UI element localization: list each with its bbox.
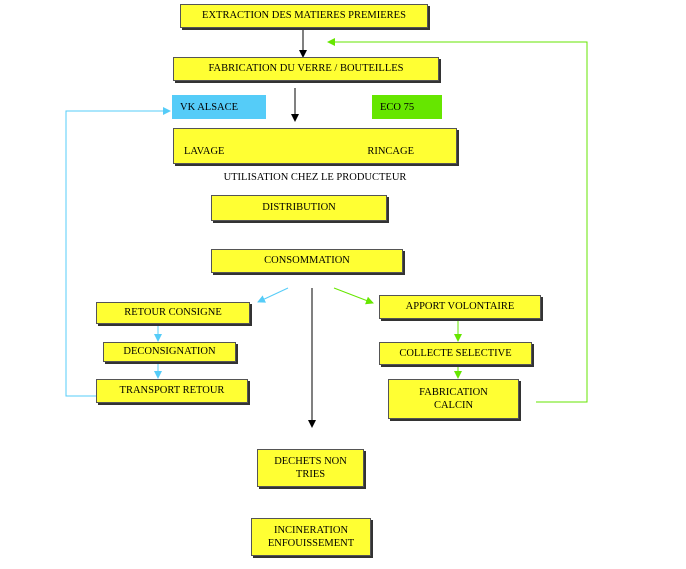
label-rincage: RINCAGE: [367, 146, 414, 158]
arrow-calcin-loop-to-fabrication: [327, 38, 588, 403]
box-distribution: DISTRIBUTION: [211, 195, 387, 221]
box-apport-volontaire: APPORT VOLONTAIRE: [379, 295, 541, 319]
box-consommation: CONSOMMATION: [211, 249, 403, 273]
box-fabrication-calcin: FABRICATION CALCIN: [388, 379, 519, 419]
box-incineration: INCINERATION ENFOUISSEMENT: [251, 518, 371, 556]
label-lavage: LAVAGE: [184, 146, 225, 158]
box-deconsignation: DECONSIGNATION: [103, 342, 236, 362]
tag-vk-alsace: VK ALSACE: [172, 95, 266, 119]
box-dechets-non-tries: DECHETS NON TRIES: [257, 449, 364, 487]
box-transport-retour: TRANSPORT RETOUR: [96, 379, 248, 403]
box-lavage-utilisation: LAVAGE RINCAGE UTILISATION CHEZ LE PRODU…: [173, 128, 457, 183]
box-collecte-selective: COLLECTE SELECTIVE: [379, 342, 532, 365]
arrow-consommation-to-retour: [257, 287, 289, 303]
box-fabrication-verre: FABRICATION DU VERRE / BOUTEILLES: [173, 57, 439, 81]
label-utilisation: UTILISATION CHEZ LE PRODUCTEUR: [223, 172, 407, 184]
box-extraction: EXTRACTION DES MATIERES PREMIERES: [180, 4, 428, 28]
arrow-transport-loop-to-lavage: [65, 107, 171, 397]
box-retour-consigne: RETOUR CONSIGNE: [96, 302, 250, 324]
arrow-consommation-to-apport: [333, 287, 374, 305]
tag-eco75: ECO 75: [372, 95, 442, 119]
